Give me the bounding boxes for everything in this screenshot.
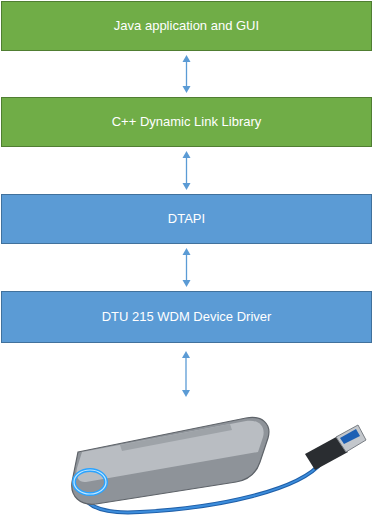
- double-arrow: [183, 151, 191, 190]
- device-arrow: [182, 351, 190, 397]
- box-label: Java application and GUI: [106, 18, 267, 34]
- process-box: C++ Dynamic Link Library: [1, 97, 372, 147]
- double-arrow: [183, 55, 191, 93]
- box-label: DTU 215 WDM Device Driver: [94, 309, 280, 325]
- process-box: DTU 215 WDM Device Driver: [1, 291, 372, 343]
- device-body: [72, 417, 269, 504]
- box-label: C++ Dynamic Link Library: [104, 114, 270, 130]
- process-box: DTAPI: [1, 194, 372, 244]
- double-arrow: [183, 248, 191, 287]
- box-label: DTAPI: [160, 211, 213, 227]
- usb-plug: [305, 425, 366, 470]
- process-box: Java application and GUI: [1, 1, 372, 51]
